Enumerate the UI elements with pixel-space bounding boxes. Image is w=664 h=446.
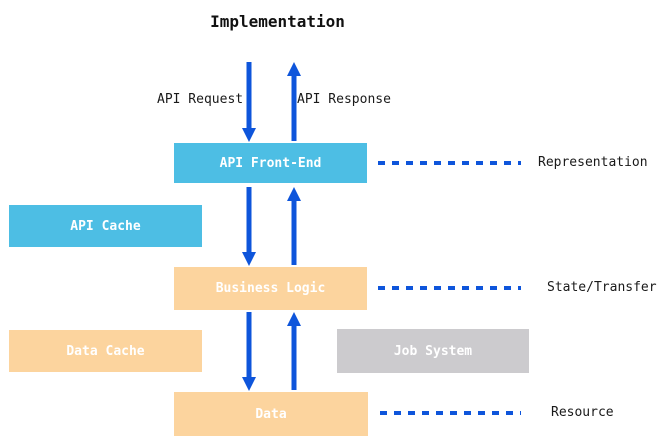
api-response-label: API Response: [297, 92, 391, 107]
box-api-front-end: API Front-End: [174, 143, 367, 183]
annotation-representation: Representation: [538, 155, 648, 170]
box-api-front-end-label: API Front-End: [219, 155, 322, 171]
diagram-title: Implementation: [210, 12, 345, 31]
box-data: Data: [174, 392, 368, 436]
annotation-resource: Resource: [551, 405, 614, 420]
box-api-cache-label: API Cache: [70, 218, 141, 234]
api-request-label: API Request: [157, 92, 244, 107]
request-arrow-top-head: [242, 128, 256, 142]
box-data-cache: Data Cache: [9, 330, 202, 372]
box-api-cache: API Cache: [9, 205, 202, 247]
annotation-state-transfer: State/Transfer: [547, 280, 657, 295]
box-job-system-label: Job System: [393, 343, 473, 359]
box-data-label: Data: [255, 406, 287, 422]
box-business-logic-label: Business Logic: [215, 281, 326, 296]
down-arrow-bottom-head: [242, 377, 256, 391]
down-arrow-middle-head: [242, 252, 256, 266]
box-data-cache-label: Data Cache: [66, 343, 145, 359]
up-arrow-bottom-head: [287, 312, 301, 326]
box-business-logic: Business Logic: [174, 267, 367, 310]
response-arrow-top-head: [287, 62, 301, 76]
box-job-system: Job System: [337, 329, 529, 373]
up-arrow-middle-head: [287, 187, 301, 201]
